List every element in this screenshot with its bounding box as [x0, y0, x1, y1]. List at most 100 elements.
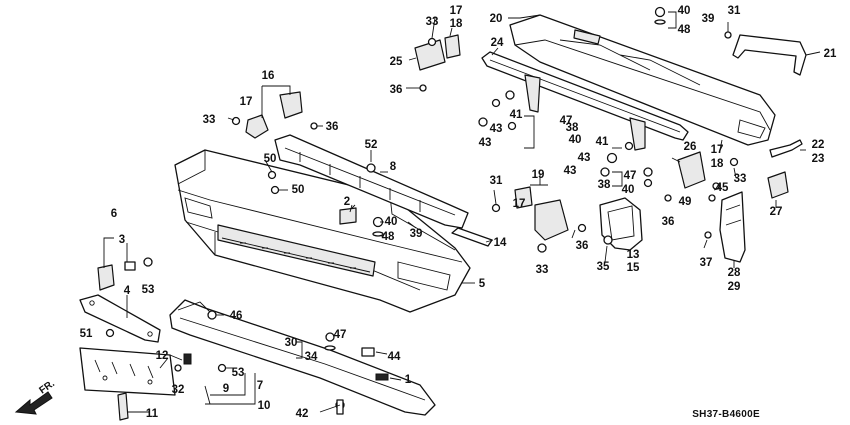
callout-33: 33	[426, 16, 439, 28]
callout-29: 29	[728, 281, 741, 293]
callout-47-2: 47	[560, 115, 573, 127]
callout-7: 7	[257, 380, 263, 392]
callout-36-3: 36	[576, 240, 589, 252]
rear-reinforcement	[481, 51, 689, 151]
callout-47: 47	[334, 329, 347, 341]
callout-5: 5	[479, 278, 486, 290]
front-lower-spoiler	[169, 299, 436, 416]
callout-40-2: 40	[385, 216, 398, 228]
fasteners-left	[105, 257, 345, 415]
callout-27: 27	[770, 206, 783, 218]
callout-9: 9	[223, 383, 229, 395]
callout-33-2: 33	[203, 114, 216, 126]
callout-43-3: 43	[578, 152, 591, 164]
callout-17: 17	[240, 96, 253, 108]
callout-41-2: 41	[596, 136, 609, 148]
callout-48-2: 48	[678, 24, 691, 36]
callout-30: 30	[285, 337, 298, 349]
callout-53: 53	[142, 284, 155, 296]
callout-40-3: 40	[569, 134, 582, 146]
callout-25: 25	[390, 56, 403, 68]
callout-41: 41	[510, 109, 523, 121]
bracket-19-17	[514, 186, 569, 241]
callout-22: 22	[812, 139, 825, 151]
callout-40-4: 40	[622, 184, 635, 196]
callout-50-2: 50	[292, 184, 305, 196]
callout-15: 15	[627, 262, 640, 274]
callout-52: 52	[365, 139, 378, 151]
callout-51: 51	[80, 328, 93, 340]
callout-6: 6	[111, 208, 117, 220]
callout-36-4: 36	[662, 216, 675, 228]
callout-17-2: 17	[450, 5, 463, 17]
callout-49: 49	[679, 196, 692, 208]
callout-43: 43	[490, 123, 503, 135]
bumper-bracket-4	[79, 294, 161, 343]
leader-lines	[103, 11, 821, 413]
callout-26: 26	[684, 141, 697, 153]
callout-13: 13	[627, 249, 640, 261]
callout-39: 39	[410, 228, 423, 240]
mudguard-28-29	[719, 191, 746, 263]
callout-42: 42	[296, 408, 309, 420]
callout-44: 44	[388, 351, 401, 363]
callout-38: 38	[566, 122, 579, 134]
direction-label: FR.	[37, 378, 57, 396]
callout-28: 28	[728, 267, 741, 279]
callout-23: 23	[812, 153, 825, 165]
callout-48: 48	[382, 231, 395, 243]
diagram-code: SH37-B4600E	[692, 409, 760, 420]
callout-31: 31	[490, 175, 503, 187]
callout-24: 24	[491, 37, 504, 49]
rear-bracket-21	[732, 34, 807, 76]
callout-45: 45	[716, 182, 729, 194]
callout-21: 21	[824, 48, 837, 60]
callout-39-2: 39	[702, 13, 715, 25]
callout-2: 2	[344, 196, 350, 208]
callout-31-2: 31	[728, 5, 741, 17]
rear-side-bracket-27	[767, 171, 789, 199]
callout-3: 3	[119, 234, 125, 246]
callout-18-2: 18	[711, 158, 724, 170]
front-bumper-face	[174, 149, 471, 313]
front-direction-arrow	[14, 391, 53, 415]
callout-40: 40	[678, 5, 691, 17]
callout-33-3: 33	[536, 264, 549, 276]
callout-1: 1	[405, 374, 412, 386]
bracket-11	[117, 392, 129, 421]
callout-43-4: 43	[564, 165, 577, 177]
callout-32: 32	[172, 384, 185, 396]
front-reinforcement	[274, 134, 469, 229]
callout-labels: 1234567891011121314151617171717181819202…	[80, 5, 837, 420]
callout-34: 34	[305, 351, 318, 363]
callout-46: 46	[230, 310, 243, 322]
license-plate-base	[79, 347, 176, 396]
callout-33-4: 33	[734, 173, 747, 185]
bracket-26	[677, 151, 706, 189]
callout-16: 16	[262, 70, 275, 82]
callout-35: 35	[597, 261, 610, 273]
callout-47-3: 47	[624, 170, 637, 182]
callout-17-4: 17	[711, 144, 724, 156]
callout-43-2: 43	[479, 137, 492, 149]
callout-50: 50	[264, 153, 277, 165]
callout-8: 8	[390, 161, 397, 173]
callout-14: 14	[494, 237, 507, 249]
callout-53-2: 53	[232, 367, 245, 379]
callout-17-3: 17	[513, 198, 526, 210]
callout-19: 19	[532, 169, 545, 181]
callout-10: 10	[258, 400, 271, 412]
bracket-6	[97, 264, 115, 291]
callout-37: 37	[700, 257, 713, 269]
callout-38-2: 38	[598, 179, 611, 191]
bracket-25-17-18	[414, 34, 461, 92]
callout-11: 11	[146, 408, 159, 420]
callout-36: 36	[390, 84, 403, 96]
rear-bumper-face	[509, 14, 776, 146]
callout-4: 4	[124, 285, 131, 297]
callout-20: 20	[490, 13, 503, 25]
callout-18: 18	[450, 18, 463, 30]
fasteners-rear	[324, 6, 739, 381]
side-molding-22-23	[769, 139, 803, 158]
